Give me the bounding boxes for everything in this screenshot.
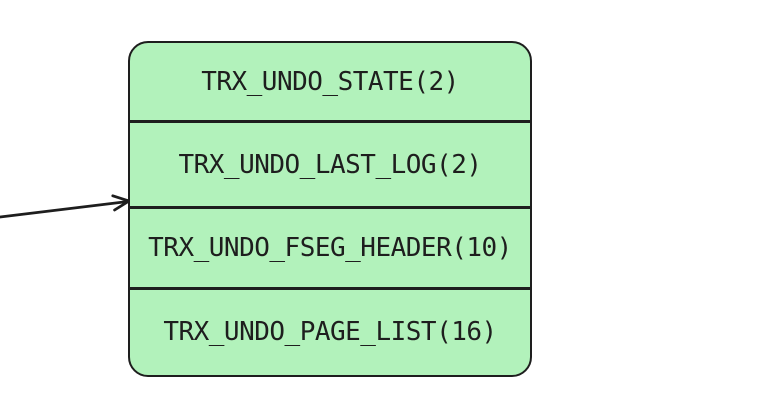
arrow-icon [0, 194, 131, 219]
field-label: TRX_UNDO_LAST_LOG(2) [178, 149, 482, 180]
field-row-trx-undo-fseg-header: TRX_UNDO_FSEG_HEADER(10) [130, 206, 530, 287]
field-row-trx-undo-last-log: TRX_UNDO_LAST_LOG(2) [130, 120, 530, 206]
field-label: TRX_UNDO_FSEG_HEADER(10) [148, 233, 512, 263]
field-label: TRX_UNDO_PAGE_LIST(16) [163, 317, 497, 347]
undo-log-segment-header-box: TRX_UNDO_STATE(2) TRX_UNDO_LAST_LOG(2) T… [128, 41, 532, 377]
field-label: TRX_UNDO_STATE(2) [201, 66, 459, 97]
field-row-trx-undo-state: TRX_UNDO_STATE(2) [130, 43, 530, 120]
field-row-trx-undo-page-list: TRX_UNDO_PAGE_LIST(16) [130, 287, 530, 374]
